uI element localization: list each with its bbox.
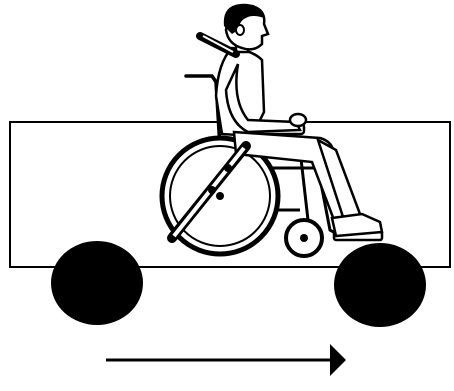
vehicle-wheel-front	[51, 241, 143, 325]
direction-arrow-icon	[106, 344, 346, 376]
vehicle-wheel-rear	[334, 243, 426, 327]
